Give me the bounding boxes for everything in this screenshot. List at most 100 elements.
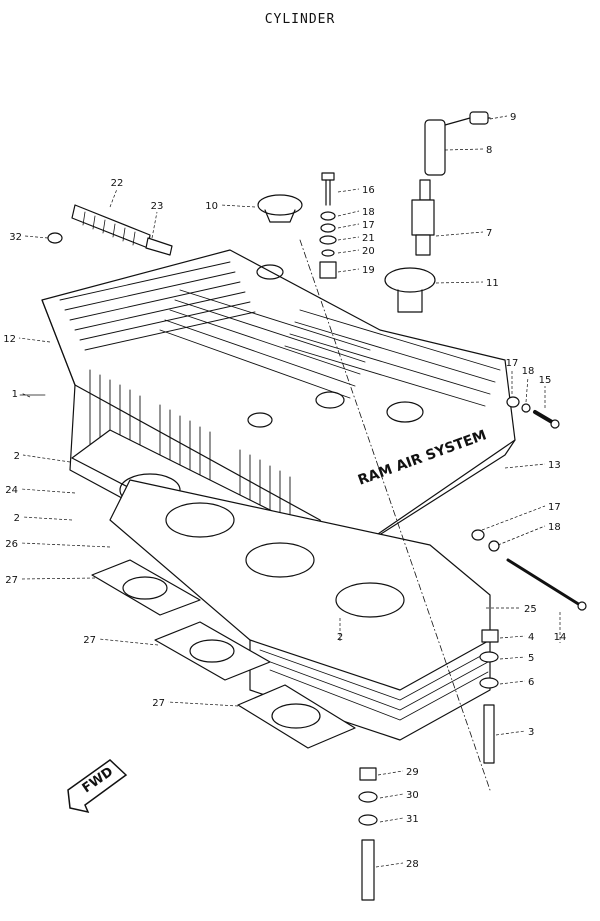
callout-3: 3 [528, 727, 534, 738]
callout-leader [20, 542, 111, 548]
callout-24: 24 [5, 485, 18, 496]
washer-18 [320, 211, 336, 221]
callout-leader [20, 488, 76, 494]
washer-17-lower [471, 529, 485, 541]
callout-leader [337, 223, 360, 229]
bolt-14 [506, 558, 587, 611]
washer-5 [479, 651, 499, 663]
callout-32: 32 [9, 232, 22, 243]
callout-18: 18 [548, 522, 561, 533]
callout-leader [337, 268, 360, 273]
cylinder-block [109, 479, 491, 741]
callout-leader [379, 817, 404, 823]
washer-17-right [506, 396, 520, 408]
callout-leader [435, 281, 484, 284]
fin-damper-22 [71, 204, 151, 249]
callout-leader [337, 236, 360, 241]
callout-leader [24, 235, 49, 239]
diagram-title: CYLINDER [264, 12, 336, 27]
callout-leader [18, 337, 51, 343]
callout-1: 1 [12, 389, 18, 400]
callout-leader [489, 115, 508, 120]
washer-20 [321, 249, 335, 257]
nut-29 [359, 767, 377, 781]
callout-22: 22 [111, 178, 124, 189]
callout-leader [499, 656, 526, 660]
callout-7: 7 [486, 228, 492, 239]
nut-4 [481, 629, 499, 643]
callout-26: 26 [5, 539, 18, 550]
callout-11: 11 [486, 278, 499, 289]
nut-19 [319, 261, 337, 279]
callout-leader [151, 211, 158, 239]
bolt-15 [533, 410, 560, 429]
callout-29: 29 [406, 767, 419, 778]
callout-19: 19 [362, 265, 375, 276]
callout-leader [499, 680, 526, 685]
callout-28: 28 [406, 859, 419, 870]
spark-plug-cap [424, 111, 491, 176]
callout-leader [435, 231, 484, 237]
callout-14: 14 [554, 632, 567, 643]
callout-labels: 9816102223181721207321911121718151213241… [3, 112, 566, 870]
callout-2: 2 [14, 513, 20, 524]
callout-31: 31 [406, 814, 419, 825]
plug-cap-10 [257, 194, 303, 223]
callout-13: 13 [548, 460, 561, 471]
callout-18: 18 [362, 207, 375, 218]
callout-15: 15 [539, 375, 552, 386]
spark-plug [411, 179, 435, 256]
callout-2: 2 [14, 451, 20, 462]
washer-21 [319, 235, 337, 245]
callout-leader [499, 635, 526, 639]
cylinder-head [41, 249, 516, 606]
base-gasket-2 [154, 621, 271, 681]
base-gasket-3 [237, 684, 356, 749]
callout-12: 12 [3, 334, 16, 345]
callout-leader [337, 249, 360, 254]
callout-10: 10 [205, 201, 218, 212]
fwd-arrow: FWD [67, 759, 128, 814]
callout-17: 17 [506, 358, 519, 369]
callout-25: 25 [524, 604, 537, 615]
bolt-16 [321, 172, 335, 206]
callout-4: 4 [528, 632, 534, 643]
callout-leader [22, 454, 71, 463]
callout-leader [525, 376, 529, 403]
callout-8: 8 [486, 145, 492, 156]
callout-27: 27 [152, 698, 165, 709]
callout-leader [481, 505, 546, 531]
callout-27: 27 [5, 575, 18, 586]
callout-leader [377, 770, 404, 776]
callout-leader [220, 204, 256, 208]
washer-18-right [521, 403, 531, 413]
callout-9: 9 [510, 112, 516, 123]
washer-30 [358, 791, 378, 803]
plug-seal [384, 267, 436, 313]
cap-nut-32 [47, 232, 63, 244]
callout-leader [495, 730, 526, 736]
callout-leader [375, 862, 404, 868]
callout-leader [22, 516, 73, 521]
callout-2: 2 [337, 632, 343, 643]
washer-31 [358, 814, 378, 826]
stud-3 [483, 704, 495, 764]
callout-leader [20, 392, 31, 398]
callout-30: 30 [406, 790, 419, 801]
callout-leader [98, 638, 159, 646]
callout-leader [109, 188, 118, 208]
callout-leader [337, 210, 360, 217]
washer-18-lower [488, 540, 500, 552]
callout-18: 18 [522, 366, 535, 377]
washer-17 [320, 223, 336, 233]
callout-17: 17 [362, 220, 375, 231]
washer-6 [479, 677, 499, 689]
callout-leader [504, 463, 546, 469]
callout-20: 20 [362, 246, 375, 257]
callout-6: 6 [528, 677, 534, 688]
stud-28 [361, 839, 375, 901]
callout-leader [337, 188, 360, 193]
callout-23: 23 [151, 201, 164, 212]
